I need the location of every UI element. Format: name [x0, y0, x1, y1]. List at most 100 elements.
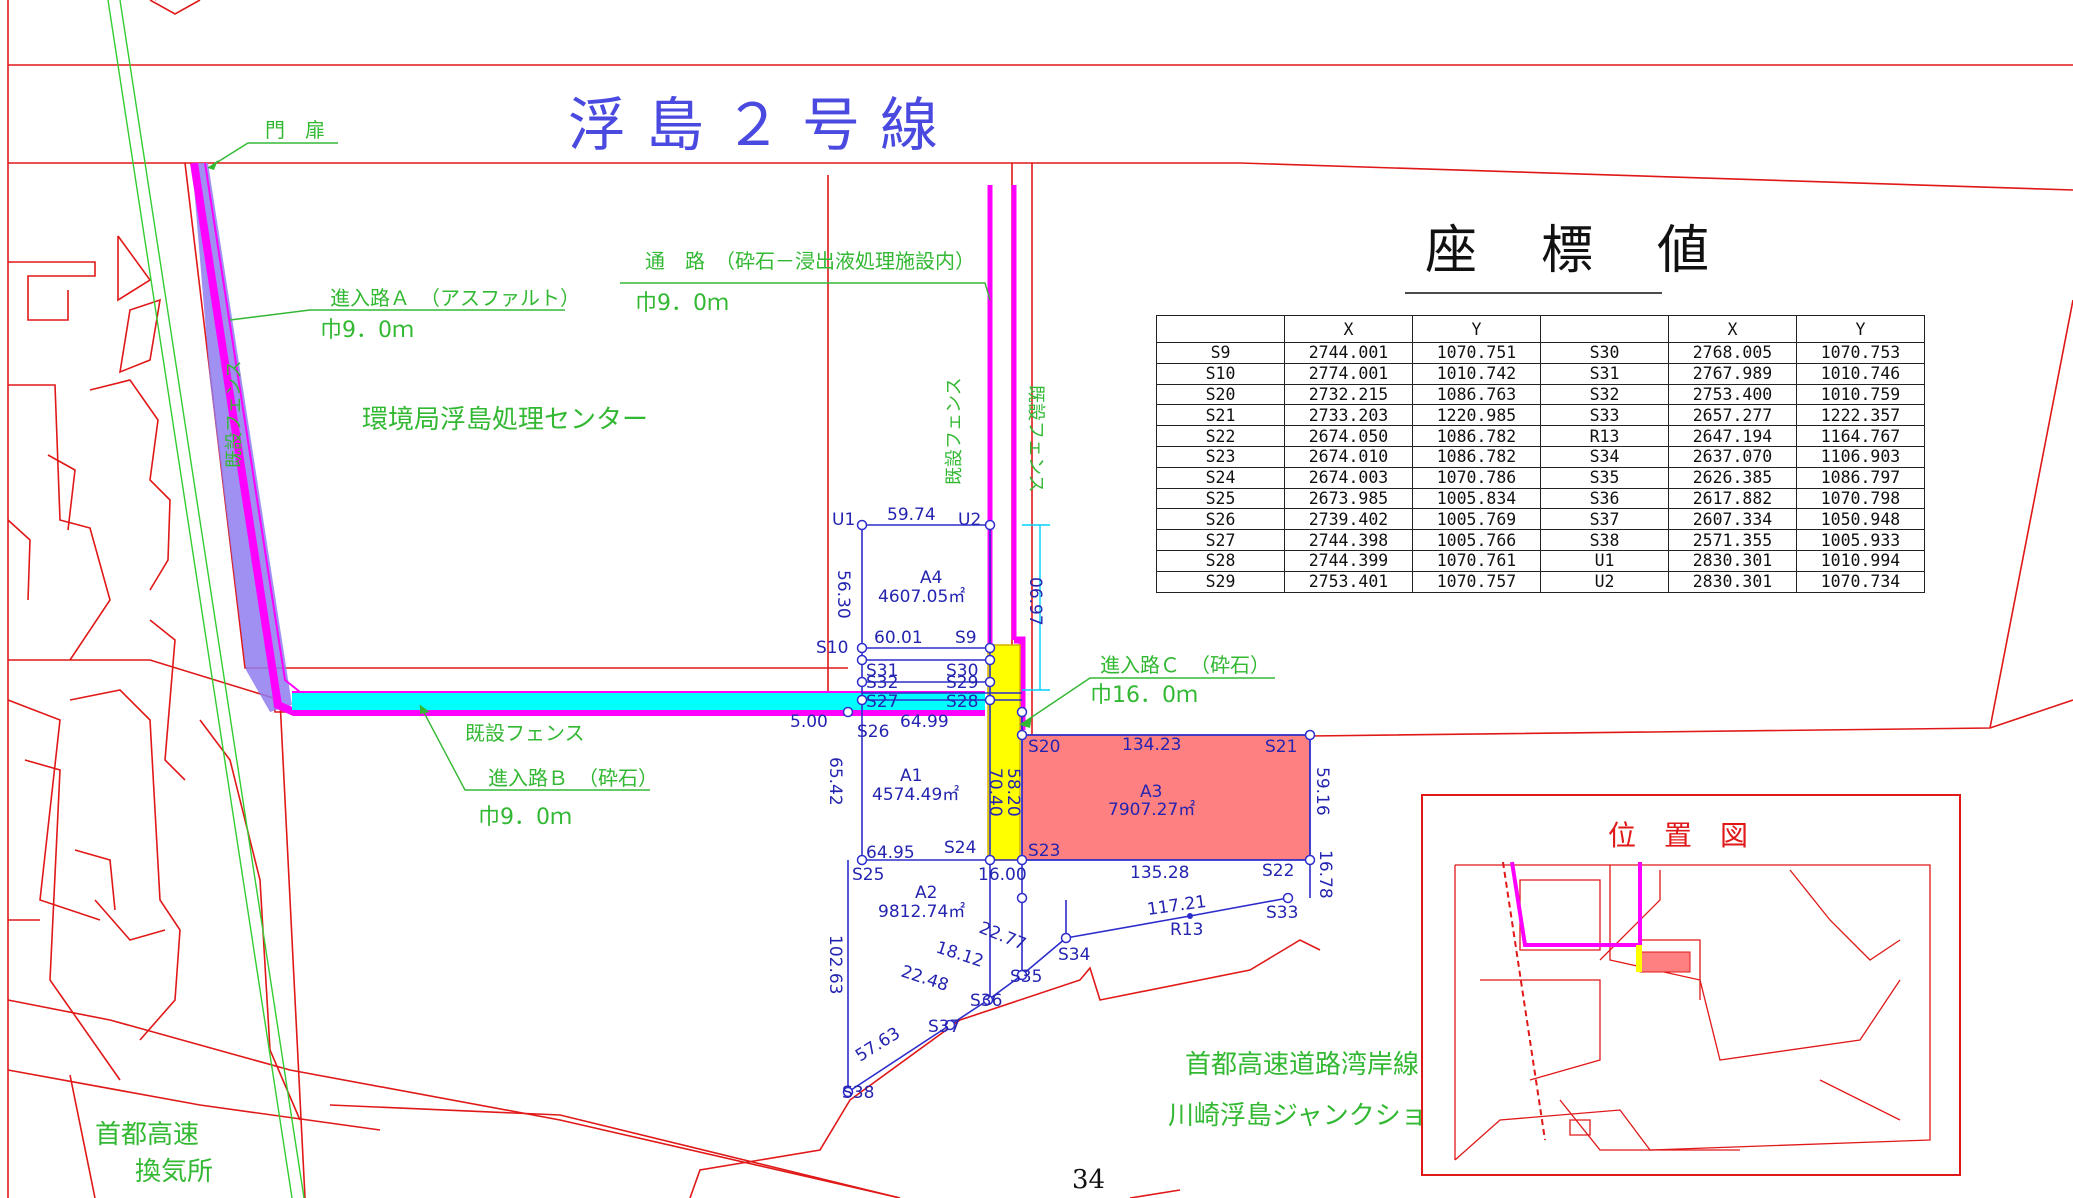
table-cell: 2739.402	[1284, 508, 1413, 531]
table-cell: 1005.933	[1796, 529, 1925, 551]
dim-label: 64.99	[900, 712, 949, 732]
point-label: S37	[928, 1017, 960, 1037]
point-label: S27	[866, 692, 898, 712]
area-a2-size: 9812.74㎡	[878, 902, 965, 922]
table-cell: 1070.761	[1412, 549, 1541, 572]
point-label: S20	[1028, 737, 1060, 757]
table-cell: 1010.994	[1796, 549, 1925, 572]
table-cell: S21	[1156, 404, 1285, 427]
table-cell: R13	[1540, 425, 1669, 447]
dim-label: 06.97	[1025, 577, 1045, 626]
coord-th: X	[1284, 315, 1413, 343]
table-cell: S27	[1156, 529, 1285, 551]
gate-label: 門 扉	[265, 118, 325, 142]
table-cell: 1086.763	[1412, 383, 1541, 406]
table-cell: 2744.398	[1284, 529, 1413, 551]
point-labels: U1 U2 S9 S10 S31 S30 S32 S29 S27 S28 S26…	[816, 510, 1298, 1103]
location-inset: 位 置 図	[1421, 794, 1961, 1176]
road-name: 浮島２号線	[568, 91, 958, 159]
dim-label: 59.16	[1312, 767, 1332, 816]
dim-label: 56.30	[833, 570, 853, 619]
vent-label-1: 首都高速	[95, 1120, 199, 1150]
table-cell: 2768.005	[1668, 342, 1797, 364]
table-cell: U1	[1540, 549, 1669, 572]
point-label: S35	[1010, 967, 1042, 987]
table-cell: 1086.782	[1412, 425, 1541, 447]
area-a1-size: 4574.49㎡	[872, 785, 959, 805]
table-cell: 2626.385	[1668, 466, 1797, 489]
table-cell: S34	[1540, 445, 1669, 468]
table-cell: 2674.010	[1284, 445, 1413, 468]
table-cell: 1010.759	[1796, 383, 1925, 406]
expressway-label: 首都高速道路湾岸線	[1185, 1050, 1419, 1080]
coord-th: X	[1668, 315, 1797, 343]
road-c-fill	[987, 644, 1021, 861]
table-cell: 2767.989	[1668, 362, 1797, 385]
table-cell: 2637.070	[1668, 445, 1797, 468]
table-cell: 2674.050	[1284, 425, 1413, 447]
table-cell: U2	[1540, 570, 1669, 593]
dim-label: 16.00	[978, 865, 1027, 885]
table-cell: S32	[1540, 383, 1669, 406]
point-label: S29	[946, 673, 978, 693]
table-cell: 2571.355	[1668, 529, 1797, 551]
table-cell: 2744.001	[1284, 342, 1413, 364]
road-b-fill	[292, 692, 985, 710]
leader-lines	[207, 142, 1275, 791]
area-a3-size: 7907.27㎡	[1108, 800, 1195, 820]
dim-label: 5.00	[790, 712, 828, 732]
table-cell: S29	[1156, 570, 1285, 593]
table-cell: S33	[1540, 404, 1669, 427]
dim-label: 134.23	[1122, 735, 1181, 755]
table-cell: 2657.277	[1668, 404, 1797, 427]
point-label: S9	[955, 628, 977, 648]
table-cell: 1010.746	[1796, 362, 1925, 385]
dim-label: 70.40	[985, 768, 1005, 817]
table-cell: 2673.985	[1284, 487, 1413, 510]
coord-th	[1540, 315, 1669, 343]
dim-label: 64.95	[866, 843, 915, 863]
table-cell: S36	[1540, 487, 1669, 510]
table-cell: 1220.985	[1412, 404, 1541, 427]
survey-points	[842, 519, 1316, 1098]
table-cell: 2774.001	[1284, 362, 1413, 385]
table-cell: S24	[1156, 466, 1285, 489]
dim-label: 16.78	[1315, 850, 1335, 899]
table-cell: 1106.903	[1796, 445, 1925, 468]
point-label: S33	[1266, 903, 1298, 923]
table-cell: 1086.797	[1796, 466, 1925, 489]
point-label: S34	[1058, 945, 1090, 965]
point-label: U2	[958, 510, 981, 530]
table-cell: 1050.948	[1796, 508, 1925, 531]
table-cell: 1005.769	[1412, 508, 1541, 531]
vent-label-2: 換気所	[135, 1157, 213, 1187]
coord-title: 座 標 値	[1425, 221, 1715, 281]
table-cell: S9	[1156, 342, 1285, 364]
point-label: S23	[1028, 841, 1060, 861]
point-label: S36	[970, 991, 1002, 1011]
fence-horizontal: 既設フェンス	[465, 721, 585, 745]
dim-label: 60.01	[874, 628, 923, 648]
table-cell: 1164.767	[1796, 425, 1925, 447]
dim-label: 117.21	[1146, 892, 1208, 920]
point-label: S38	[842, 1083, 874, 1103]
table-cell: 2607.334	[1668, 508, 1797, 531]
area-a4-name: A4	[920, 568, 942, 588]
table-cell: S25	[1156, 487, 1285, 510]
passage-lines	[987, 185, 1017, 712]
table-cell: 1070.786	[1412, 466, 1541, 489]
area-a3-name: A3	[1140, 782, 1162, 802]
area-a1-name: A1	[900, 766, 922, 786]
table-cell: S35	[1540, 466, 1669, 489]
fence-vertical-right: 既設フェンス	[1025, 385, 1046, 493]
table-cell: S20	[1156, 383, 1285, 406]
coord-th	[1156, 315, 1285, 343]
